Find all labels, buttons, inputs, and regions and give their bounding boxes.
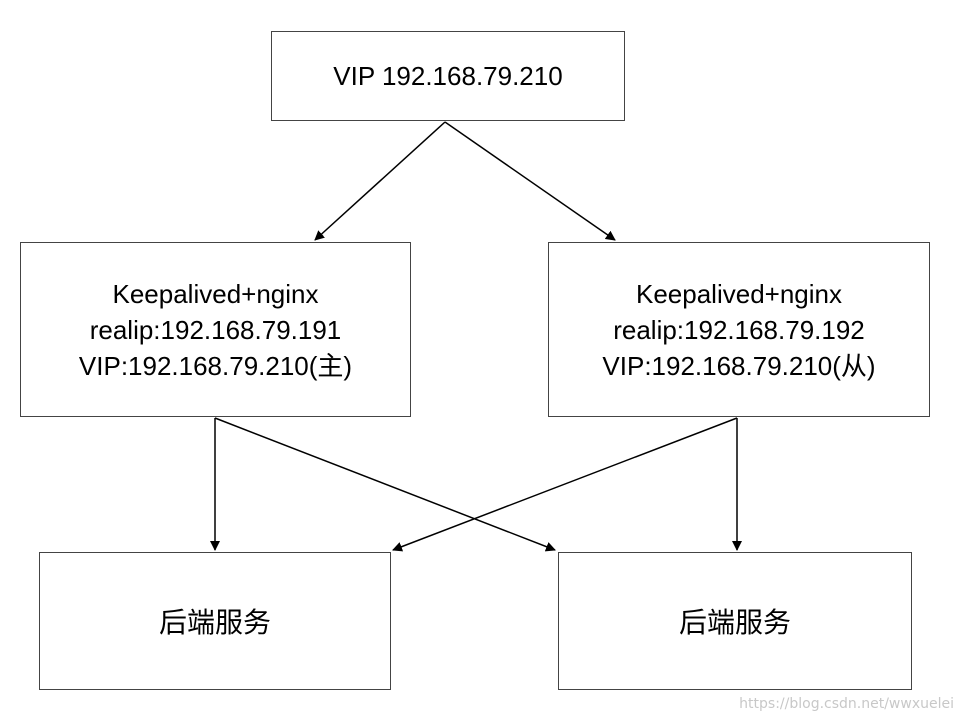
master-node-line-2: realip:192.168.79.191	[89, 314, 342, 345]
vip-node: VIP 192.168.79.210	[271, 31, 625, 121]
backend-left-label: 后端服务	[158, 607, 271, 638]
edge-vip-to-backup	[444, 121, 616, 241]
backend-service-left: 后端服务	[39, 552, 391, 690]
watermark: https://blog.csdn.net/wwxuelei	[739, 696, 954, 712]
edge-backup-to-backend-left	[392, 417, 738, 552]
backup-node: Keepalived+nginx realip:192.168.79.192 V…	[548, 242, 930, 417]
master-node-line-1: Keepalived+nginx	[112, 278, 319, 309]
master-node-line-3: VIP:192.168.79.210(主)	[78, 350, 353, 381]
edge-vip-to-master	[314, 121, 446, 241]
backup-node-line-1: Keepalived+nginx	[636, 278, 842, 309]
backup-node-line-3: VIP:192.168.79.210(从)	[602, 350, 876, 381]
vip-node-label: VIP 192.168.79.210	[333, 60, 563, 91]
backend-right-label: 后端服务	[678, 607, 791, 638]
edge-master-to-backend-right	[214, 417, 556, 552]
master-node: Keepalived+nginx realip:192.168.79.191 V…	[20, 242, 411, 417]
backup-node-line-2: realip:192.168.79.192	[613, 314, 865, 345]
backend-service-right: 后端服务	[558, 552, 912, 690]
